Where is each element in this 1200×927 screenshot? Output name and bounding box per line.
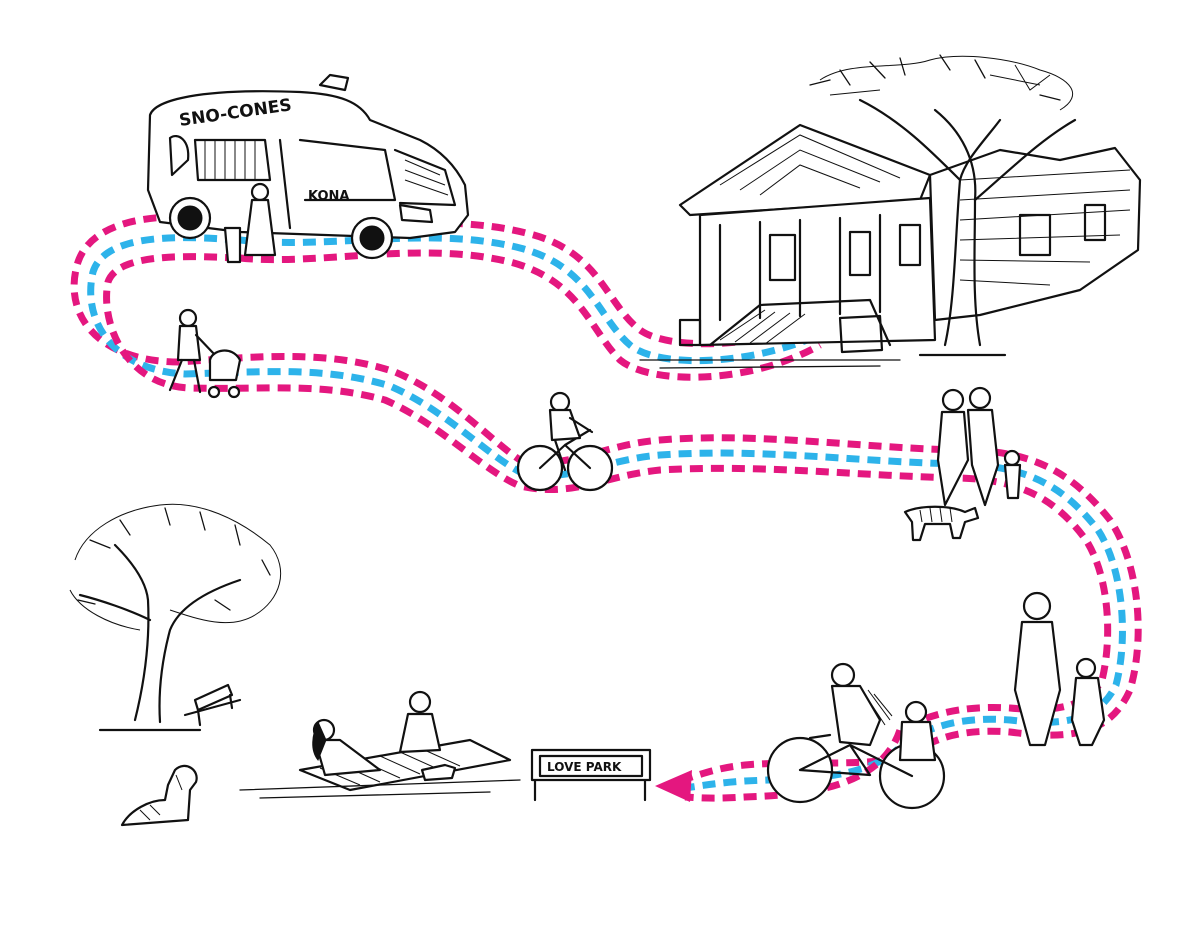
walking-dog [903, 505, 980, 542]
truck-door-text: KONA [308, 189, 349, 204]
route-arrow [655, 770, 692, 802]
park-oak-tree [69, 503, 282, 732]
food-truck: SNO-CONES KONA [146, 73, 470, 264]
family-with-dog [903, 386, 1022, 542]
park-sign: LOVE PARK [530, 748, 652, 802]
stroller-walker [168, 308, 242, 399]
park-bench [183, 683, 242, 727]
sitting-dog [120, 764, 198, 827]
route-line-pink-outer [70, 213, 1142, 783]
route-line-pink-house-a [239, 249, 822, 381]
parent-child-cyclist [766, 662, 946, 810]
house-oak-tree [809, 54, 1077, 357]
picnic-couple [239, 690, 521, 799]
parent-and-child [1013, 591, 1106, 747]
cyclist [516, 391, 614, 492]
park-sign-text: LOVE PARK [547, 760, 622, 774]
bungalow-house [639, 123, 1142, 369]
customer-figure [223, 182, 277, 264]
